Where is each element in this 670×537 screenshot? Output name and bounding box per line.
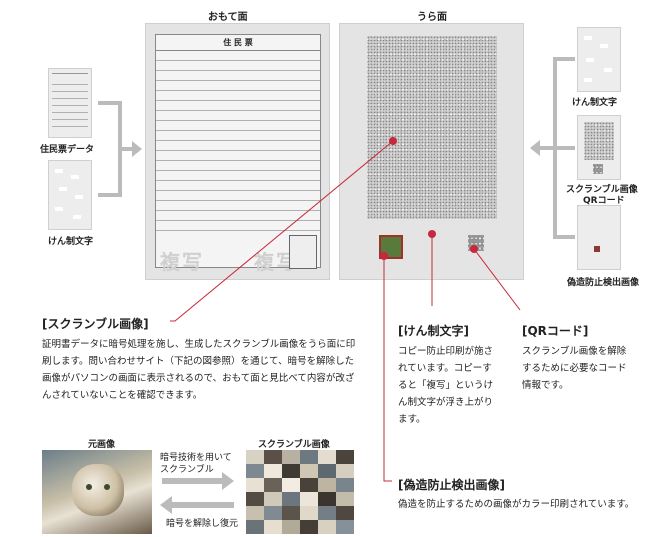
scramble-leader-line: [170, 140, 394, 322]
reverse-arrow: [172, 502, 234, 508]
scramble-marker-dot: [389, 137, 397, 145]
copy-watermark-text: 複写: [160, 250, 204, 274]
scrambled-image-label: スクランブル画像: [258, 440, 330, 450]
arrow-head-icon: [132, 141, 142, 157]
arrow-connector: [555, 146, 575, 150]
scramble-heading: [スクランブル画像]: [42, 317, 149, 331]
resident-data-label: 住民票データ: [40, 145, 95, 155]
front-side-document: 住 民 票 複写 複写: [145, 23, 330, 280]
scramble-image-output-label: スクランブル画像: [566, 185, 638, 195]
scramble-qr-thumbnail: [577, 115, 621, 180]
detect-heading: [偽造防止検出画像]: [398, 478, 505, 492]
qr-code-output-label: QRコード: [583, 196, 625, 206]
back-side-document: [339, 23, 524, 280]
reverse-arrow-head-icon: [160, 496, 172, 514]
forgery-detection-image: [379, 235, 403, 259]
arrow-connector: [553, 57, 557, 239]
back-side-title: うら面: [417, 12, 447, 23]
qr-heading: [QRコード]: [522, 324, 589, 338]
detect-description: 偽造を防止するための画像がカラー印刷されています。: [398, 499, 635, 510]
scramble-description: 証明書データに暗号処理を施し、生成したスクランブル画像をうら面に印刷します。問い…: [42, 339, 356, 401]
kensei-heading: [けん制文字]: [398, 324, 469, 338]
resident-data-thumbnail: [48, 68, 92, 138]
arrow-connector: [98, 193, 120, 197]
original-image-label: 元画像: [88, 440, 116, 450]
arrow-head-icon: [530, 140, 540, 156]
qr-leader-line: [473, 248, 521, 311]
forgery-detection-thumbnail: [577, 205, 621, 270]
certificate-heading: 住 民 票: [156, 35, 320, 51]
qr-description: スクランブル画像を解除するために必要なコード情報です。: [522, 346, 627, 391]
forward-arrow: [162, 478, 222, 484]
kensei-text-input-label: けん制文字: [48, 237, 94, 247]
reverse-transform-label: 暗号を解除し復元: [166, 519, 239, 529]
scrambled-cat-photo: [246, 450, 354, 534]
arrow-connector: [555, 57, 575, 61]
qr-marker-dot: [470, 245, 478, 253]
official-seal: [289, 235, 317, 269]
arrow-connector: [120, 147, 132, 151]
forward-transform-label: 暗号技術を用いてスクランブル: [160, 453, 232, 475]
scramble-image: [367, 36, 497, 219]
kensei-text-output-thumbnail: [577, 27, 621, 92]
forgery-detection-output-label: 偽造防止検出画像: [567, 278, 640, 288]
forward-arrow-head-icon: [222, 472, 234, 490]
arrow-connector: [540, 146, 554, 150]
front-side-title: おもて面: [208, 12, 248, 23]
detect-marker-dot: [380, 252, 388, 260]
kensei-text-thumbnail: [48, 160, 92, 230]
arrow-connector: [98, 101, 120, 105]
kensei-description: コピー防止印刷が施されています。コピーすると「複写」というけん制文字が浮き上がり…: [398, 346, 494, 425]
kensei-marker-dot: [428, 230, 436, 238]
detect-leader-line: [383, 256, 392, 482]
original-cat-photo: [42, 450, 152, 534]
certificate-form: 住 民 票: [155, 34, 321, 268]
arrow-connector: [555, 235, 575, 239]
kensei-text-output-label: けん制文字: [572, 98, 618, 108]
